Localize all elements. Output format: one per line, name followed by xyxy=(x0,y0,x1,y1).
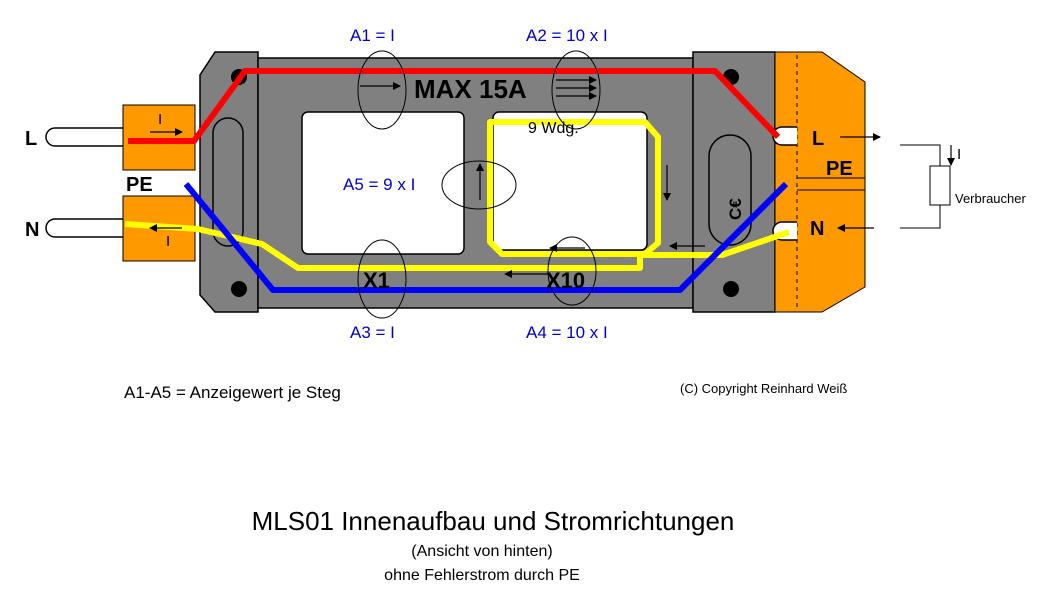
yellow-wire-loop xyxy=(487,119,661,257)
ce-mark: C€ xyxy=(726,198,745,220)
title: MLS01 Innenaufbau und Stromrichtungen xyxy=(252,506,735,536)
label-load: Verbraucher xyxy=(955,191,1026,206)
label-max: MAX 15A xyxy=(414,74,527,104)
label-a1: A1 = I xyxy=(350,26,395,45)
red-wire xyxy=(128,68,781,144)
subtitle-fault: ohne Fehlerstrom durch PE xyxy=(384,567,580,584)
subtitle-view: (Ansicht von hinten) xyxy=(411,543,552,560)
copyright: (C) Copyright Reinhard Weiß xyxy=(680,381,847,396)
label-x10: X10 xyxy=(546,268,585,293)
current-label-left-top: I xyxy=(158,111,162,128)
left-terminal-blocks xyxy=(122,104,196,262)
label-a2: A2 = 10 x I xyxy=(526,26,608,45)
blue-wire xyxy=(183,181,789,293)
device-body xyxy=(199,51,776,313)
load-circuit xyxy=(900,144,951,229)
legend: A1-A5 = Anzeigewert je Steg xyxy=(124,383,341,402)
terminal-left-l: L xyxy=(25,128,37,150)
left-plug-pins xyxy=(45,127,125,238)
terminal-left-n: N xyxy=(25,219,39,241)
label-windings: 9 Wdg. xyxy=(528,120,579,137)
current-arrows xyxy=(149,76,955,278)
label-x1: X1 xyxy=(363,268,390,293)
label-a5: A5 = 9 x I xyxy=(343,175,415,194)
yellow-wire xyxy=(124,221,790,271)
terminal-right-pe: PE xyxy=(826,158,853,180)
right-terminal xyxy=(772,51,866,313)
terminal-right-n: N xyxy=(810,218,824,240)
label-a4: A4 = 10 x I xyxy=(526,323,608,342)
terminal-right-l: L xyxy=(812,128,824,150)
current-label-left-bottom: I xyxy=(166,233,170,250)
measurement-rings xyxy=(357,50,601,319)
terminal-left-pe: PE xyxy=(126,174,153,196)
current-label-load: I xyxy=(957,146,961,163)
label-a3: A3 = I xyxy=(350,323,395,342)
